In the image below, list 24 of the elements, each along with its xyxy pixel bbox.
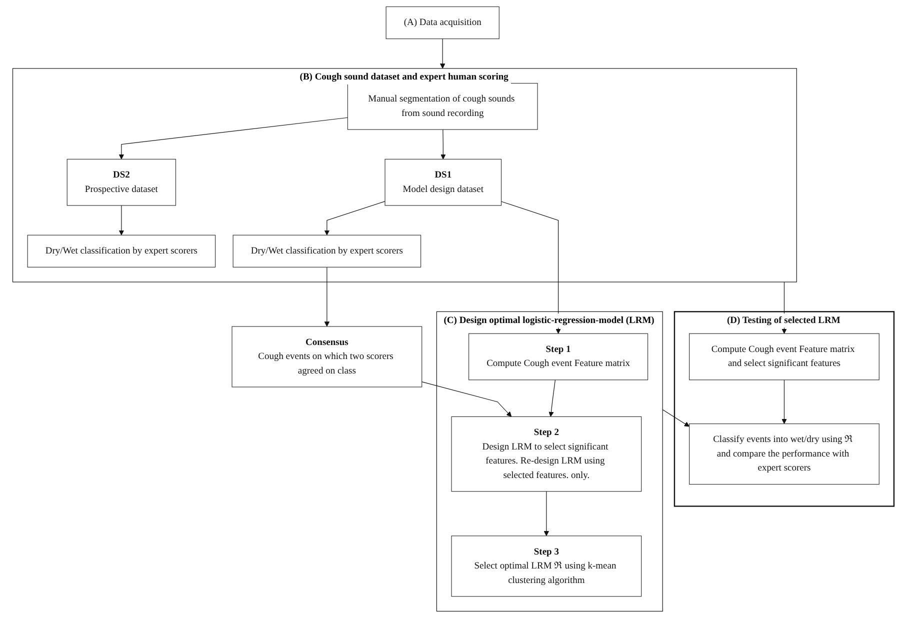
arrow [324, 266, 330, 327]
node-box: Step 2 Design LRM to select significant features. Re-design LRM using selected features. only. [451, 416, 642, 492]
arrow [422, 382, 512, 417]
arrow [662, 409, 690, 427]
node-box: DS1 Model design dataset [384, 158, 502, 206]
arrow [118, 205, 124, 236]
node-box: Compute Cough event Feature matrix and select significant features [689, 333, 880, 380]
node-box: DS2 Prospective dataset [66, 158, 176, 206]
node-box: Consensus Cough events on which two scorers agreed on class [232, 326, 422, 388]
arrow [324, 201, 386, 236]
node-box: Dry/Wet classification by expert scorers [27, 234, 216, 268]
arrow [440, 38, 446, 69]
arrow [548, 380, 556, 417]
node-box: (A) Data acquisition [386, 6, 500, 40]
node-box: Dry/Wet classification by expert scorers [232, 234, 422, 268]
arrow [118, 117, 348, 160]
node-box: Step 1 Compute Cough event Feature matrix [468, 333, 648, 380]
node-box: Classify events into wet/dry using ℜ and compare the performance with expert scorers [689, 423, 880, 485]
node-box: Manual segmentation of cough sounds from sound recording [348, 82, 538, 130]
arrow [501, 201, 562, 334]
arrow [440, 129, 446, 160]
node-box: Step 3 Select optimal LRM ℜ using k-mean clustering algorithm [451, 536, 642, 597]
arrow [782, 380, 787, 424]
arrow [544, 491, 550, 536]
